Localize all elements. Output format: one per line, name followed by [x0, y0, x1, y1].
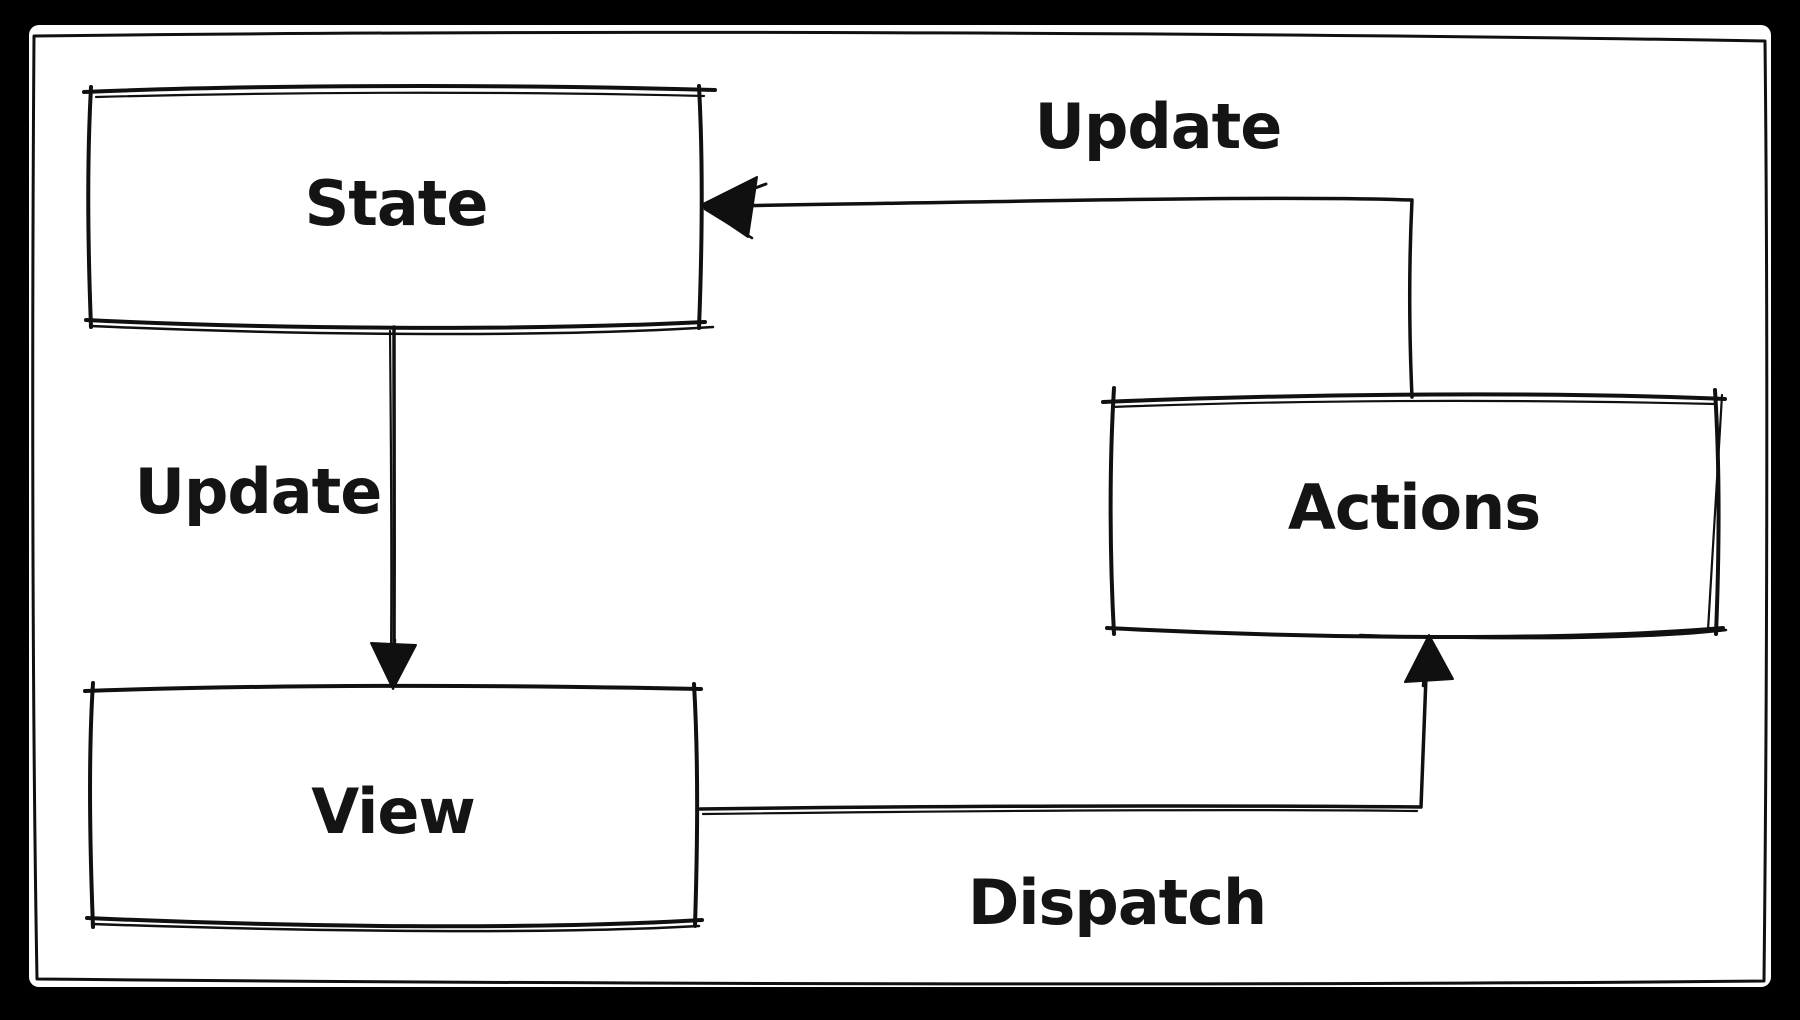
node-actions[interactable]: Actions — [1101, 386, 1728, 640]
node-view-border-bottom — [85, 916, 704, 929]
node-actions-border-top2 — [1110, 399, 1718, 409]
node-view-border-right — [692, 682, 700, 928]
edge-dispatch-view-to-actions-arrow-flick — [1421, 643, 1428, 688]
node-state-border-bottom2 — [88, 324, 715, 336]
node-actions-border-right2 — [1706, 393, 1724, 632]
node-actions-border-left — [1108, 386, 1116, 636]
edge-update-actions-to-state-arrow-flick2 — [703, 207, 754, 240]
node-view-label[interactable]: View — [311, 775, 475, 848]
node-actions-border-right — [1713, 388, 1721, 636]
edge-dispatch-view-to-actions[interactable]: Dispatch — [698, 634, 1454, 939]
edge-update-actions-to-state[interactable]: Update — [700, 90, 1414, 399]
edge-update-actions-to-state-label[interactable]: Update — [1035, 90, 1283, 163]
edge-dispatch-view-to-actions-arrowhead — [1404, 634, 1454, 683]
node-state[interactable]: State — [82, 84, 717, 336]
node-state-label[interactable]: State — [305, 167, 489, 240]
edge-update-state-to-view-label[interactable]: Update — [135, 455, 383, 528]
edge-update-actions-to-state-line — [714, 196, 1414, 399]
whiteboard-canvas — [29, 25, 1771, 987]
node-state-border-top — [82, 84, 717, 94]
edge-dispatch-view-to-actions-line — [698, 647, 1429, 811]
node-state-border-left — [86, 85, 93, 329]
node-state-border-top2 — [94, 91, 706, 99]
edge-dispatch-view-to-actions-label[interactable]: Dispatch — [968, 866, 1267, 939]
edge-update-state-to-view[interactable]: Update — [135, 325, 417, 690]
node-view[interactable]: View — [83, 681, 704, 933]
edge-update-state-to-view-line2 — [388, 329, 393, 660]
node-view-border-left — [87, 681, 95, 929]
node-actions-label[interactable]: Actions — [1288, 471, 1541, 544]
node-view-border-bottom2 — [90, 922, 701, 933]
node-actions-border-bottom2 — [1358, 628, 1728, 640]
canvas-frame-border — [31, 30, 1769, 986]
edge-update-state-to-view-arrow-flick — [390, 638, 397, 686]
edge-update-actions-to-state-arrow-flick1 — [701, 182, 768, 209]
node-view-border-top — [83, 683, 703, 693]
edge-dispatch-view-to-actions-line2 — [701, 809, 1419, 816]
node-actions-border-top — [1101, 392, 1727, 404]
